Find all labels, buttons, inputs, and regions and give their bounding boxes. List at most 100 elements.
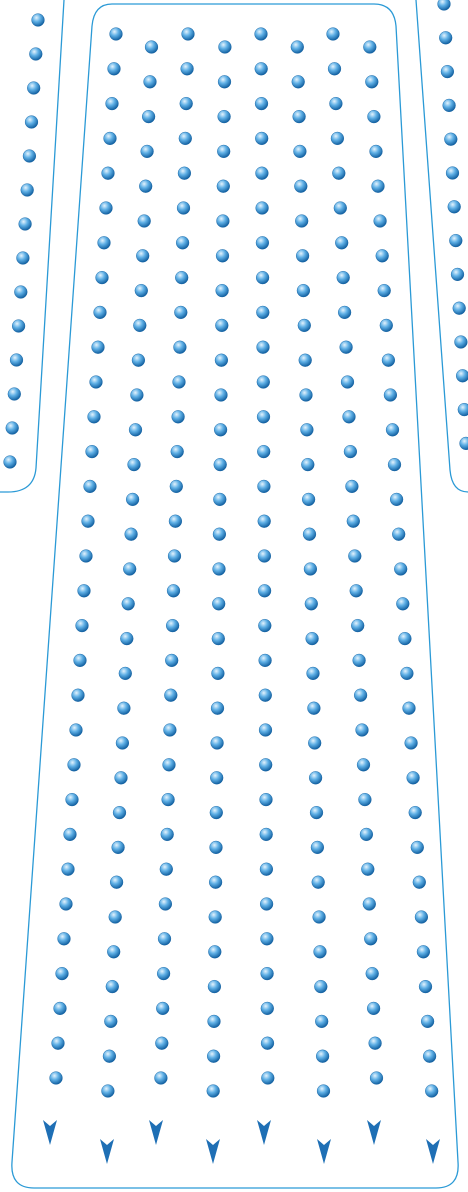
particle xyxy=(163,758,176,771)
particle xyxy=(261,967,274,980)
particle xyxy=(340,341,353,354)
particle xyxy=(258,619,271,632)
particle xyxy=(58,932,71,945)
particle xyxy=(256,236,269,249)
particle xyxy=(138,215,151,228)
particle xyxy=(174,341,187,354)
particle xyxy=(155,1072,168,1085)
particle xyxy=(335,236,348,249)
particle xyxy=(103,1050,116,1063)
side-particle-left xyxy=(4,456,17,469)
particle xyxy=(157,967,170,980)
particle xyxy=(178,167,191,180)
particle xyxy=(258,480,271,493)
particle xyxy=(211,737,224,750)
particle xyxy=(255,97,268,110)
particle xyxy=(179,132,192,145)
particle xyxy=(261,1037,274,1050)
particle xyxy=(104,1015,117,1028)
particle xyxy=(370,1072,383,1085)
side-particle-left xyxy=(27,82,40,95)
particle xyxy=(380,319,393,332)
particle xyxy=(257,376,270,389)
particle xyxy=(306,632,319,645)
side-particle-left xyxy=(23,150,36,163)
particle xyxy=(167,584,180,597)
side-particle-left xyxy=(14,286,27,299)
particle xyxy=(259,689,272,702)
particle xyxy=(219,41,232,54)
particle xyxy=(76,619,89,632)
particle xyxy=(208,980,221,993)
particle xyxy=(260,863,273,876)
particle xyxy=(217,145,230,158)
arrowhead-down-icon xyxy=(426,1139,440,1164)
particle xyxy=(92,341,105,354)
particle xyxy=(294,145,307,158)
particle xyxy=(94,306,107,319)
particle xyxy=(213,493,226,506)
particle xyxy=(316,1050,329,1063)
particle xyxy=(384,389,397,402)
side-particle-right xyxy=(460,437,468,450)
particle xyxy=(258,550,271,563)
side-particle-right xyxy=(451,268,464,281)
particle xyxy=(327,28,340,41)
particle xyxy=(212,597,225,610)
particle xyxy=(303,528,316,541)
side-particle-left xyxy=(6,422,19,435)
arrowhead-down-icon xyxy=(100,1139,114,1164)
particle xyxy=(110,876,123,889)
particle xyxy=(164,724,177,737)
particle xyxy=(259,654,272,667)
particle xyxy=(364,932,377,945)
arrowhead-down-icon xyxy=(206,1139,220,1164)
particle xyxy=(52,1037,65,1050)
particle xyxy=(212,632,225,645)
particle xyxy=(110,28,123,41)
particle xyxy=(356,724,369,737)
particle xyxy=(256,167,269,180)
particle xyxy=(405,737,418,750)
particle xyxy=(74,654,87,667)
particle xyxy=(210,806,223,819)
side-particle-left xyxy=(25,116,38,129)
particle xyxy=(261,932,274,945)
arrowhead-down-icon xyxy=(367,1120,381,1145)
particle xyxy=(156,1002,169,1015)
side-particle-right xyxy=(458,403,468,416)
particle xyxy=(291,41,304,54)
particle xyxy=(341,376,354,389)
particle xyxy=(107,945,120,958)
particle xyxy=(160,863,173,876)
particle xyxy=(300,389,313,402)
particle xyxy=(171,445,184,458)
particle xyxy=(361,863,374,876)
particle xyxy=(129,423,142,436)
particle xyxy=(256,202,269,215)
side-particle-left xyxy=(19,218,32,231)
particle xyxy=(90,376,103,389)
particle xyxy=(155,1037,168,1050)
side-particle-right xyxy=(449,234,462,247)
particle xyxy=(366,967,379,980)
arrowhead-down-icon xyxy=(43,1120,57,1145)
particle xyxy=(72,689,85,702)
particle xyxy=(308,702,321,715)
particle xyxy=(88,410,101,423)
particle xyxy=(172,410,185,423)
particle xyxy=(315,1015,328,1028)
particle xyxy=(116,737,129,750)
particle xyxy=(401,667,414,680)
particle xyxy=(255,62,268,75)
particle xyxy=(392,528,405,541)
particle xyxy=(301,423,314,436)
particle xyxy=(180,97,193,110)
flow-arrows-layer xyxy=(43,1120,440,1164)
particle xyxy=(209,911,222,924)
particle xyxy=(100,202,113,215)
particle xyxy=(66,793,79,806)
particle xyxy=(208,1015,221,1028)
left-side-panel-outline xyxy=(0,0,64,492)
particle xyxy=(407,771,420,784)
